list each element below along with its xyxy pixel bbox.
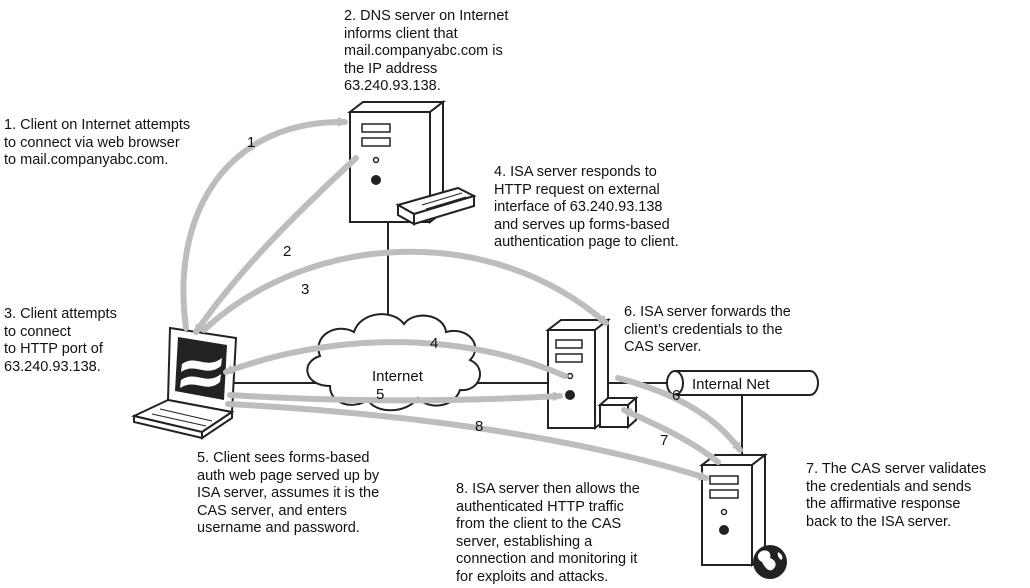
- caption-step-4: 4. ISA server responds to HTTP request o…: [494, 164, 679, 250]
- arrow-number-3: 3: [301, 281, 309, 298]
- cloud-icon: [306, 313, 481, 412]
- internal-net-pipe: Internal Net: [666, 370, 819, 396]
- caption-step-2: 2. DNS server on Internet informs client…: [344, 8, 509, 94]
- flow-arrow-3: [201, 248, 609, 333]
- flow-arrow-7: [621, 407, 721, 465]
- flow-arrow-8: [225, 401, 709, 481]
- internet-cloud: Internet: [306, 313, 481, 412]
- arrow-number-6: 6: [672, 387, 680, 404]
- flow-arrow-4: [223, 339, 568, 379]
- dns-server: [347, 99, 477, 226]
- arrow-number-8: 8: [475, 418, 483, 435]
- client-laptop: [130, 326, 238, 440]
- caption-step-6: 6. ISA server forwards the client’s cred…: [624, 304, 791, 355]
- internet-label: Internet: [372, 368, 424, 385]
- arrow-number-2: 2: [283, 243, 291, 260]
- arrow-number-4: 4: [430, 335, 438, 352]
- flow-arrow-5: [227, 391, 563, 404]
- network-links: [232, 220, 743, 462]
- cas-server: [699, 452, 787, 579]
- caption-step-8: 8. ISA server then allows the authentica…: [456, 481, 640, 585]
- pipe-icon: [675, 370, 819, 396]
- caption-step-5: 5. Client sees forms-based auth web page…: [197, 450, 380, 536]
- flow-arrow-6: [615, 375, 743, 453]
- caption-step-7: 7. The CAS server validates the credenti…: [806, 461, 987, 530]
- internal-net-label: Internal Net: [692, 376, 770, 393]
- arrow-number-5: 5: [376, 386, 384, 403]
- flow-arrows: [180, 116, 743, 481]
- flow-arrow-1: [180, 116, 348, 331]
- flow-arrow-2: [193, 155, 359, 335]
- isa-server: [545, 317, 639, 431]
- arrow-number-1: 1: [247, 134, 255, 151]
- arrow-numbers: 1 2 3 4 5 6 7 8: [247, 134, 680, 449]
- caption-step-1: 1. Client on Internet attempts to connec…: [4, 117, 191, 168]
- caption-step-3: 3. Client attempts to connect to HTTP po…: [4, 306, 117, 375]
- arrow-number-7: 7: [660, 432, 668, 449]
